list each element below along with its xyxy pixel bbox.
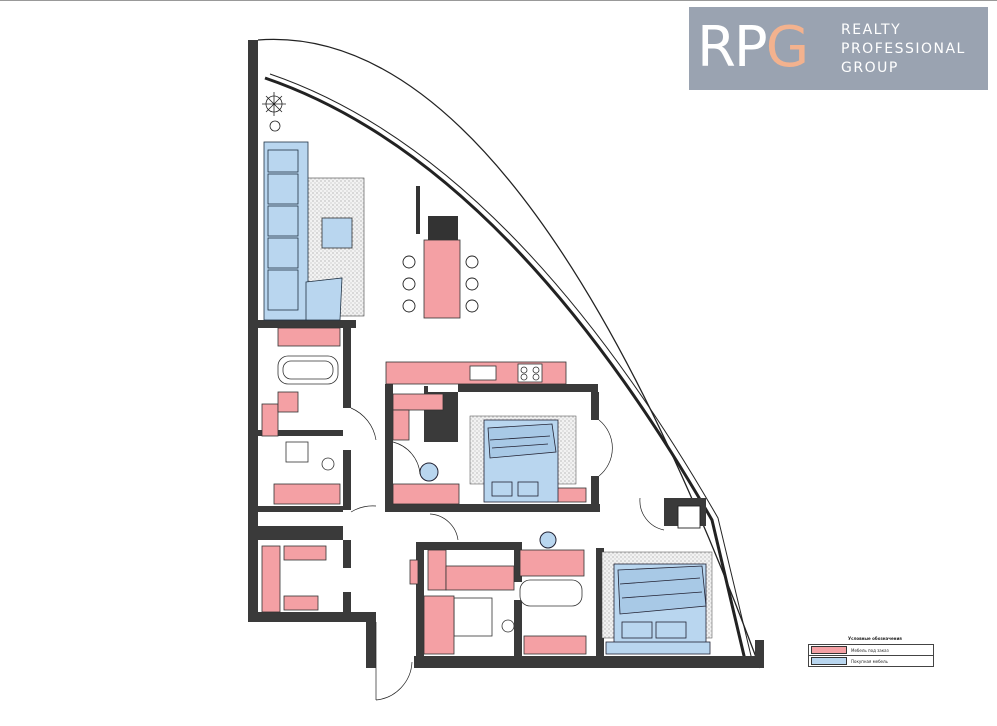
bedroom2-wardrobe xyxy=(409,549,585,655)
legend-item-bought: Покупная мебель xyxy=(808,655,934,667)
outer-walls xyxy=(248,40,764,668)
bathroom1 xyxy=(261,327,341,505)
corner-lounge-chair xyxy=(677,505,701,529)
logo-line-1: REALTY xyxy=(841,22,902,38)
legend-swatch-bought xyxy=(811,657,847,665)
dining-table xyxy=(423,239,461,319)
legend-item-custom: Мебель под заказ xyxy=(808,644,934,655)
window-line-inner xyxy=(264,76,747,661)
legend-swatch-custom xyxy=(811,646,847,654)
bedroom2-chair xyxy=(539,531,557,549)
top-border-line xyxy=(0,0,997,1)
logo-line-2: PROFESSIONAL xyxy=(841,41,966,57)
bathroom2 xyxy=(453,579,587,655)
tv-panel xyxy=(416,186,420,234)
bedroom1-chair xyxy=(419,462,439,482)
bedroom1-bed xyxy=(483,419,559,503)
plant-icon xyxy=(262,92,286,132)
brand-logo: RPG REALTY PROFESSIONAL GROUP xyxy=(689,7,988,90)
coffee-table xyxy=(321,217,353,249)
logo-mark: RPG xyxy=(697,15,809,80)
kitchen-island-dark xyxy=(428,216,458,240)
bedroom2-bed xyxy=(605,563,711,655)
window-line-outer xyxy=(269,73,753,661)
logo-line-3: GROUP xyxy=(841,60,899,76)
dining-chairs xyxy=(402,255,479,313)
closet-lower-left xyxy=(261,545,327,613)
sofa xyxy=(263,141,343,321)
door-swings xyxy=(350,407,665,701)
legend: Условные обозначения Мебель под заказ По… xyxy=(808,636,934,667)
legend-label-bought: Покупная мебель xyxy=(851,658,888,664)
kitchen-counter xyxy=(385,361,567,385)
legend-label-custom: Мебель под заказ xyxy=(851,647,889,653)
curved-facade xyxy=(257,38,761,669)
logo-text: REALTY PROFESSIONAL GROUP xyxy=(841,21,966,78)
bedroom1-wardrobe xyxy=(392,393,587,505)
legend-title: Условные обозначения xyxy=(848,636,902,641)
